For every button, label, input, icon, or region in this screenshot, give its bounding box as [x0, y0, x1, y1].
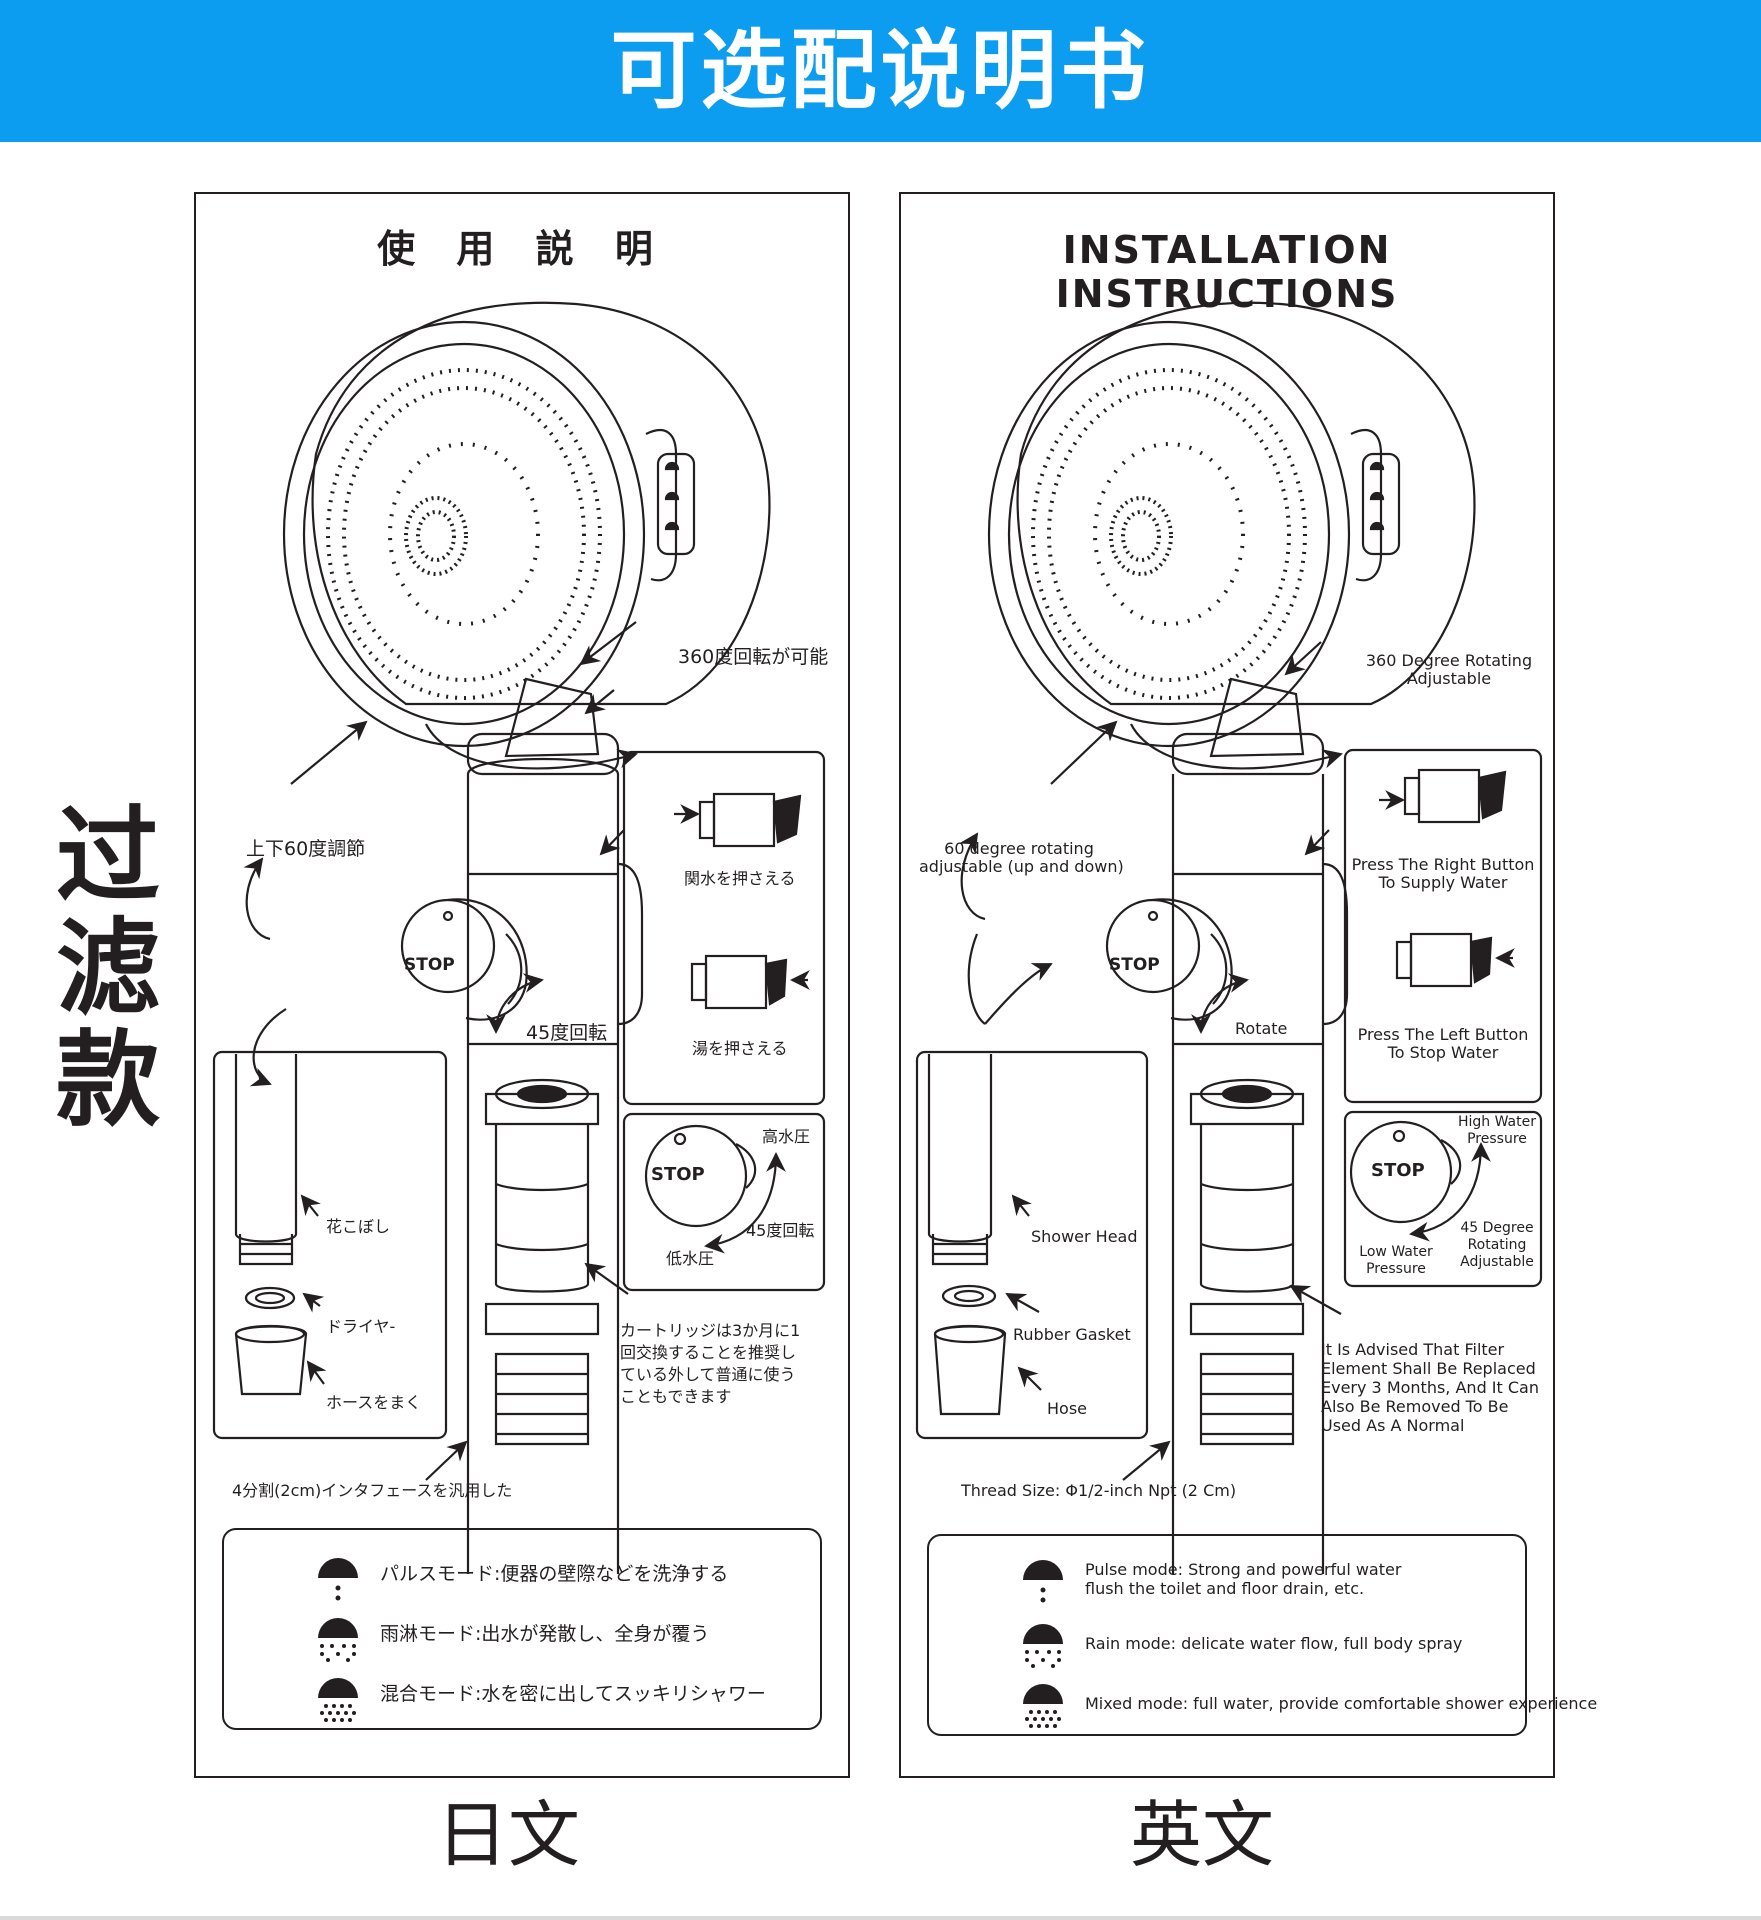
english-instruction-panel: INSTALLATION INSTRUCTIONS 360 Degree Rot…: [899, 192, 1597, 1778]
shower-diagram-jp: [212, 301, 826, 1574]
label-rotate-45-side: 45度回転: [526, 1022, 608, 1044]
mode-row-mixed: Mixed mode: full water, provide comforta…: [929, 1682, 1597, 1734]
mode-text-pulse: パルスモード:便器の壁際などを洗浄する: [380, 1563, 729, 1585]
japanese-instruction-panel: 使 用 説 明 360度回転が可能 上下60度調節 STOP 45度回転 関水を…: [194, 192, 850, 1778]
panel-title: INSTALLATION INSTRUCTIONS: [1055, 228, 1399, 316]
bottom-label-english: 英文: [1129, 1793, 1274, 1877]
side-label-char: 过: [55, 795, 160, 917]
bottom-label-japanese: 日文: [435, 1793, 580, 1877]
stop-knob-label: STOP: [1109, 955, 1160, 975]
mode-legend-jp: パルスモード:便器の壁際などを洗浄する 雨淋モード:出水が発散し、全身が覆う 混…: [222, 1528, 822, 1730]
mode-text-pulse: Pulse mode: Strong and powerful water fl…: [1085, 1560, 1402, 1598]
label-adjust-60: 上下60度調節: [246, 838, 366, 860]
valve-right-icon: [674, 792, 802, 848]
label-press-right: Press The Right Button To Supply Water: [1351, 855, 1535, 892]
mode-row-pulse: パルスモード:便器の壁際などを洗浄する: [224, 1556, 820, 1608]
label-rotate-360: 360 Degree Rotating Adjustable: [1365, 651, 1533, 688]
label-press-left: Press The Left Button To Stop Water: [1357, 1025, 1529, 1062]
label-hose: Hose: [1047, 1399, 1087, 1418]
label-shower-head: Shower Head: [1031, 1227, 1138, 1246]
pulse-mode-icon: [318, 1558, 358, 1601]
label-press-left: 湯を押さえる: [692, 1039, 788, 1058]
mode-text-mixed: 混合モード:水を密に出してスッキリシャワー: [380, 1683, 766, 1705]
shower-head-illustration: [282, 301, 771, 748]
stop-dial-label: STOP: [651, 1164, 705, 1185]
shower-head-illustration: [987, 301, 1476, 748]
label-gasket: ドライヤ-: [326, 1317, 396, 1336]
side-label-char: 款: [55, 1019, 160, 1141]
label-rotate-45: 45 Degree Rotating Adjustable: [1460, 1220, 1534, 1270]
rain-mode-icon: [1023, 1624, 1063, 1668]
label-low-pressure: 低水圧: [666, 1249, 715, 1268]
label-high-pressure: 高水圧: [762, 1127, 811, 1146]
mode-text-rain: Rain mode: delicate water flow, full bod…: [1085, 1634, 1463, 1653]
label-thread: Thread Size: Φ1/2-inch Npt (2 Cm): [961, 1481, 1237, 1500]
mode-legend-en: Pulse mode: Strong and powerful water fl…: [927, 1534, 1597, 1736]
stop-dial-label: STOP: [1371, 1160, 1425, 1181]
label-hose: ホースをまく: [326, 1393, 422, 1412]
label-cartridge: カートリッジは3か月に1 回交換することを推奨し ている外して普通に使う ことも…: [620, 1321, 801, 1406]
shower-diagram-en: [915, 301, 1543, 1574]
mixed-mode-icon: [318, 1678, 358, 1722]
panel-title: 使 用 説 明: [377, 227, 667, 271]
mode-text-mixed: Mixed mode: full water, provide comforta…: [1085, 1694, 1598, 1713]
label-high-pressure: High Water Pressure: [1457, 1114, 1536, 1147]
mode-row-rain: Rain mode: delicate water flow, full bod…: [929, 1622, 1525, 1674]
valve-left-icon: [1395, 932, 1515, 988]
label-press-right: 関水を押さえる: [684, 869, 796, 888]
side-label-char: 滤: [55, 907, 160, 1029]
label-rotate-360: 360度回転が可能: [678, 646, 829, 668]
label-rotate-45: 45度回転: [746, 1221, 815, 1240]
mode-row-rain: 雨淋モード:出水が発散し、全身が覆う: [224, 1616, 820, 1668]
valve-left-icon: [690, 954, 810, 1010]
label-thread: 4分割(2cm)インタフェースを汎用した: [232, 1481, 513, 1500]
side-label-filter-model: 过 滤 款: [48, 800, 168, 1136]
label-low-pressure: Low Water Pressure: [1359, 1244, 1433, 1277]
valve-right-icon: [1379, 768, 1507, 824]
bottom-divider: [0, 1916, 1761, 1920]
label-adjust-60: 60 degree rotating adjustable (up and do…: [919, 839, 1124, 876]
header-banner: 可选配说明书: [0, 0, 1761, 142]
label-shower-head: 花こぼし: [326, 1217, 391, 1236]
mode-text-rain: 雨淋モード:出水が発散し、全身が覆う: [380, 1623, 710, 1645]
mixed-mode-icon: [1023, 1684, 1063, 1728]
banner-title: 可选配说明书: [610, 21, 1151, 121]
label-rotate-side: Rotate: [1235, 1019, 1288, 1038]
rain-mode-icon: [318, 1618, 358, 1662]
label-cartridge: It Is Advised That Filter Element Shall …: [1321, 1340, 1539, 1435]
mode-row-pulse: Pulse mode: Strong and powerful water fl…: [929, 1558, 1525, 1610]
label-gasket: Rubber Gasket: [1013, 1325, 1131, 1344]
pulse-mode-icon: [1023, 1560, 1063, 1603]
mode-row-mixed: 混合モード:水を密に出してスッキリシャワー: [224, 1676, 820, 1728]
stop-knob-label: STOP: [404, 955, 455, 975]
